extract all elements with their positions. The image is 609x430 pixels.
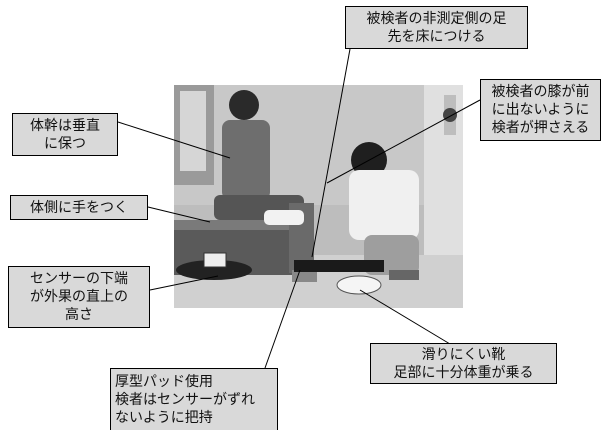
label-trunk-vertical-text: 体幹は垂直 に保つ (30, 117, 100, 152)
label-thick-pad: 厚型パッド使用 検者はセンサーがずれ ないように把持 (110, 368, 278, 430)
label-sensor-height-text: センサーの下端 が外果の直上の 高さ (30, 271, 128, 323)
label-nonslip-shoes-text: 滑りにくい靴 足部に十分体重が乗る (393, 346, 534, 381)
label-sensor-height: センサーの下端 が外果の直上の 高さ (8, 266, 150, 328)
photo-measurement-scene (174, 85, 463, 308)
label-knee-hold-text: 被検者の膝が前 に出ないように 検者が押さえる (491, 84, 590, 136)
label-trunk-vertical: 体幹は垂直 に保つ (12, 113, 118, 156)
label-nonslip-shoes: 滑りにくい靴 足部に十分体重が乗る (370, 343, 557, 384)
label-non-measured-foot: 被検者の非測定側の足 先を床につける (345, 6, 528, 49)
label-hand-side: 体側に手をつく (10, 195, 148, 220)
label-thick-pad-text: 厚型パッド使用 検者はセンサーがずれ ないように把持 (115, 373, 255, 426)
label-non-measured-foot-text: 被検者の非測定側の足 先を床につける (366, 10, 507, 45)
label-hand-side-text: 体側に手をつく (30, 199, 128, 216)
label-knee-hold: 被検者の膝が前 に出ないように 検者が押さえる (480, 79, 601, 141)
